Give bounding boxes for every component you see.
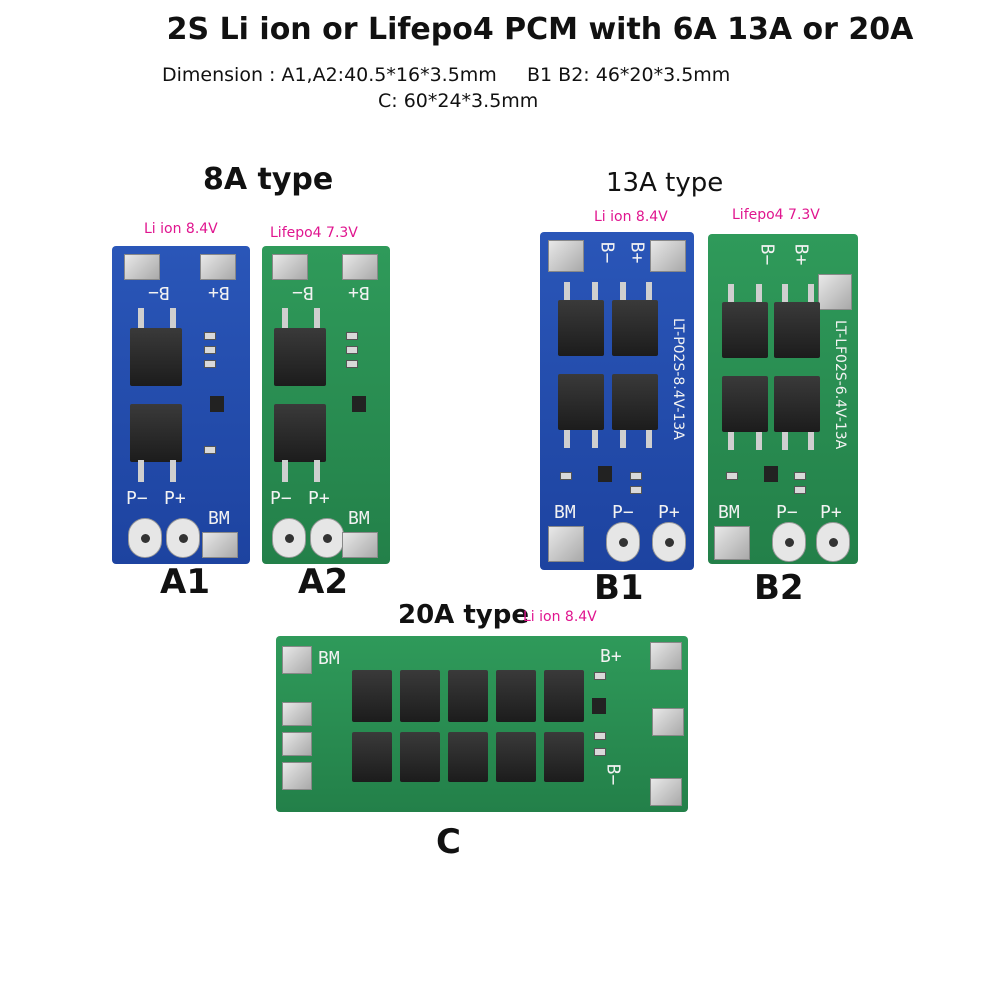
- group-20a-title: 20A type: [398, 600, 529, 630]
- mosfet-2: [400, 670, 440, 722]
- mosfet-2: [130, 404, 182, 462]
- mosfet-2: [612, 300, 658, 356]
- mosfet-9: [496, 732, 536, 782]
- protection-ic: [592, 698, 606, 714]
- protection-ic: [210, 396, 224, 412]
- label-c: C: [436, 822, 461, 862]
- protection-ic: [764, 466, 778, 482]
- label-a2: A2: [298, 562, 348, 602]
- silk-bminus: B−: [596, 241, 618, 264]
- mosfet-10: [544, 732, 584, 782]
- mosfet-4: [496, 670, 536, 722]
- mosfet-5: [544, 670, 584, 722]
- protection-ic: [352, 396, 366, 412]
- silk-bminus: B−: [756, 243, 778, 266]
- a1-variant-label: Li ion 8.4V: [144, 221, 218, 237]
- silk-pminus: P−: [270, 488, 292, 509]
- dimension-line-1: Dimension : A1,A2:40.5*16*3.5mm B1 B2: 4…: [162, 64, 731, 86]
- mosfet-6: [352, 732, 392, 782]
- group-13a-title: 13A type: [606, 168, 724, 198]
- silk-pplus: P+: [164, 488, 186, 509]
- silk-pplus: P+: [658, 502, 680, 523]
- label-b1: B1: [594, 568, 644, 608]
- mosfet-2: [774, 302, 820, 358]
- protection-ic: [598, 466, 612, 482]
- silk-bm: BM: [318, 648, 340, 669]
- label-b2: B2: [754, 568, 804, 608]
- pad-bminus: [124, 254, 160, 280]
- silk-bm: BM: [718, 502, 740, 523]
- c-variant-label: Li ion 8.4V: [523, 609, 597, 625]
- silk-bminus: B−: [292, 282, 314, 303]
- mosfet-4: [612, 374, 658, 430]
- silk-bminus: B−: [148, 282, 170, 303]
- board-c: BM B+ B−: [276, 636, 688, 812]
- mosfet-3: [448, 670, 488, 722]
- board-b1: B− B+ LT-P02S-8.4V-13A BM P− P+: [540, 232, 694, 570]
- hole-pminus: [128, 518, 162, 558]
- label-a1: A1: [160, 562, 210, 602]
- pad-bplus: [200, 254, 236, 280]
- silk-bm: BM: [554, 502, 576, 523]
- silk-bplus: B+: [348, 282, 370, 303]
- mosfet-1: [558, 300, 604, 356]
- mosfet-7: [400, 732, 440, 782]
- silk-bminus: B−: [602, 763, 624, 786]
- silk-bm: BM: [208, 508, 230, 529]
- silk-pminus: P−: [776, 502, 798, 523]
- mosfet-1: [274, 328, 326, 386]
- b1-variant-label: Li ion 8.4V: [594, 209, 668, 225]
- silk-bplus: B+: [626, 241, 648, 264]
- dimension-line-2: C: 60*24*3.5mm: [378, 90, 539, 112]
- b2-variant-label: Lifepo4 7.3V: [732, 207, 820, 223]
- board-a2: B− B+ P− P+ BM: [262, 246, 390, 564]
- silk-bplus: B+: [600, 646, 622, 667]
- silk-bm: BM: [348, 508, 370, 529]
- mosfet-1: [722, 302, 768, 358]
- page-title: 2S Li ion or Lifepo4 PCM with 6A 13A or …: [166, 12, 914, 47]
- silk-pminus: P−: [126, 488, 148, 509]
- board-b2: B− B+ LT-LF02S-6.4V-13A BM P− P+: [708, 234, 858, 564]
- mosfet-3: [722, 376, 768, 432]
- silk-bplus: B+: [790, 243, 812, 266]
- mosfet-3: [558, 374, 604, 430]
- group-8a-title: 8A type: [203, 162, 334, 197]
- mosfet-1: [130, 328, 182, 386]
- silk-bplus: B+: [208, 282, 230, 303]
- silk-pminus: P−: [612, 502, 634, 523]
- silk-model: LT-P02S-8.4V-13A: [670, 318, 686, 440]
- silk-model: LT-LF02S-6.4V-13A: [832, 320, 848, 450]
- mosfet-8: [448, 732, 488, 782]
- board-a1: B− B+ P− P+ BM: [112, 246, 250, 564]
- mosfet-1: [352, 670, 392, 722]
- pad-bm: [202, 532, 238, 558]
- mosfet-2: [274, 404, 326, 462]
- silk-pplus: P+: [820, 502, 842, 523]
- a2-variant-label: Lifepo4 7.3V: [270, 225, 358, 241]
- hole-pplus: [166, 518, 200, 558]
- silk-pplus: P+: [308, 488, 330, 509]
- mosfet-4: [774, 376, 820, 432]
